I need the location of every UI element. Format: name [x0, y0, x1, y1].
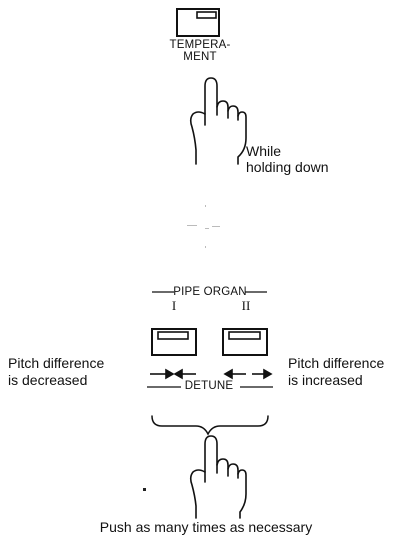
pipe-organ-label: PIPE ORGAN	[173, 286, 247, 298]
temperament-label-line1: TEMPERA-	[169, 39, 231, 51]
instruction-holding-down: holding down	[246, 159, 329, 175]
pitch-increased-line2: is increased	[288, 372, 363, 388]
pipe-organ-2-button[interactable]	[222, 328, 268, 356]
detune-brace	[151, 415, 269, 436]
footer-instruction: Push as many times as necessary	[99, 519, 313, 535]
detune-label: DETUNE	[184, 380, 234, 392]
pitch-decreased-line2: is decreased	[8, 372, 88, 388]
pitch-decreased-line1: Pitch difference	[8, 355, 105, 371]
temperament-button[interactable]	[176, 8, 220, 37]
pointing-hand-icon	[189, 77, 247, 165]
temperament-label-line2: MENT	[183, 51, 217, 63]
arrows-inward-icon	[150, 368, 196, 380]
pipe-organ-1-label: I	[171, 298, 177, 313]
pointing-hand-icon	[189, 435, 247, 519]
instruction-while: While	[246, 143, 282, 159]
pitch-increased-line1: Pitch difference	[288, 355, 385, 371]
pipe-organ-2-label: II	[241, 298, 251, 313]
print-specks	[143, 205, 220, 491]
pipe-organ-1-button[interactable]	[151, 328, 197, 356]
arrows-outward-icon	[223, 368, 273, 380]
